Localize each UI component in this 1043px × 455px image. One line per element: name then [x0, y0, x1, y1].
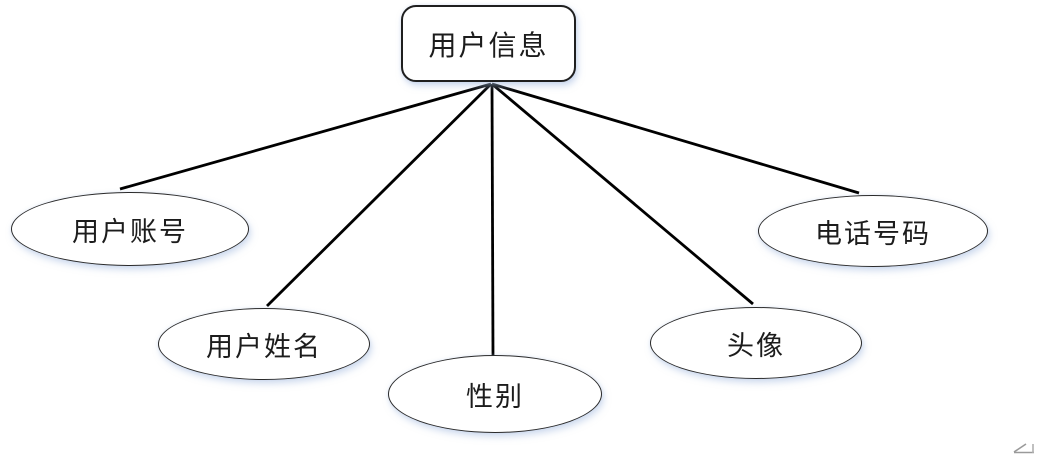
connector-line-account — [119, 82, 492, 191]
connector-line-name — [266, 83, 492, 307]
attribute-node-name: 用户姓名 — [158, 308, 370, 380]
entity-node-user-info: 用户信息 — [401, 5, 576, 82]
attribute-node-label: 性别 — [466, 381, 524, 413]
attribute-node-avatar: 头像 — [650, 307, 862, 379]
attribute-node-phone: 电话号码 — [758, 195, 988, 267]
attribute-node-label: 头像 — [727, 330, 785, 362]
attribute-node-gender: 性别 — [388, 355, 602, 433]
entity-node-label: 用户信息 — [428, 28, 549, 62]
attribute-node-label: 用户姓名 — [206, 331, 322, 363]
attribute-node-label: 用户账号 — [72, 216, 188, 248]
watermark-fragment — [1013, 443, 1034, 454]
attribute-node-label: 电话号码 — [815, 218, 931, 250]
attribute-node-account: 用户账号 — [11, 192, 249, 266]
connector-line-phone — [491, 82, 860, 195]
connector-line-gender — [490, 83, 495, 357]
connector-line-avatar — [491, 82, 754, 306]
